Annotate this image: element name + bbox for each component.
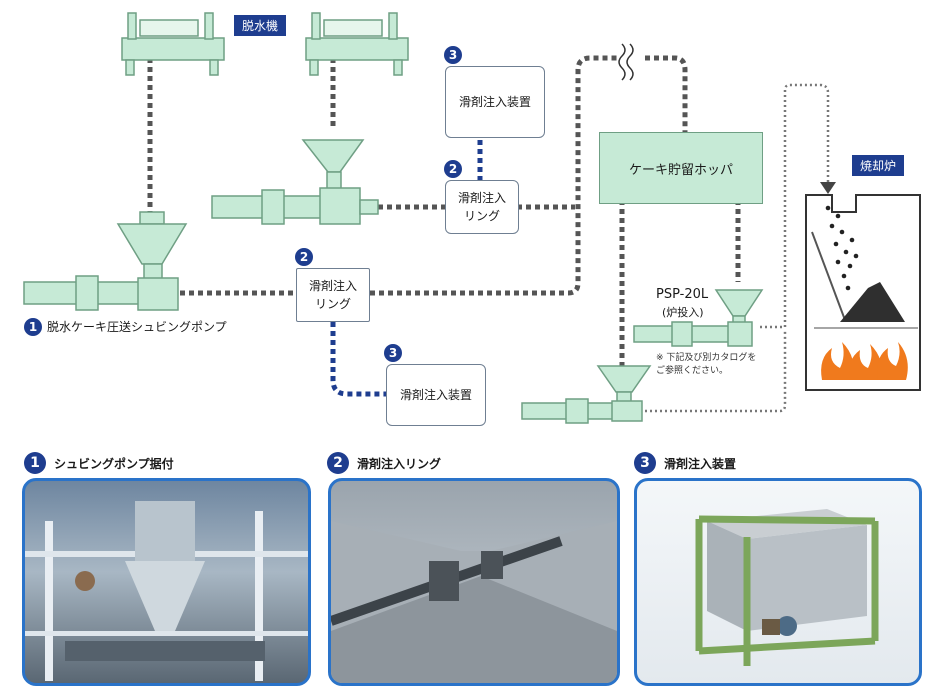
ash-pile (840, 282, 905, 322)
lube-ring-lower-number: 2 (295, 248, 313, 266)
photo-3-caption: 滑剤注入装置 (664, 457, 737, 471)
incinerator-label: 焼却炉 (852, 155, 905, 176)
pump-main-number: 1 (24, 318, 42, 336)
incinerator (805, 194, 921, 391)
pipe-top-to-hopper (645, 55, 688, 132)
photo-3-illustration (695, 509, 879, 666)
photo-3-number: 3 (634, 452, 656, 474)
lube-device-upper: 滑剤注入装置 (445, 66, 545, 138)
feed-arrowhead (820, 182, 836, 194)
cake-hopper-label: ケーキ貯留ホッパ (628, 162, 733, 178)
lube-device-lower-number: 3 (384, 344, 402, 362)
lube-line-lower (330, 322, 390, 397)
lube-device-lower: 滑剤注入装置 (386, 364, 486, 426)
flame-icon (821, 342, 908, 380)
photo-1-caption: シュビングポンプ据付 (54, 457, 174, 471)
feed-line-lowpump (640, 330, 787, 413)
photo-2-caption: 滑剤注入リング (357, 457, 442, 471)
cake-storage-hopper: ケーキ貯留ホッパ (599, 132, 763, 204)
pump-lower-right (521, 365, 652, 424)
photo-lube-device (634, 478, 922, 686)
photo-2-illustration (331, 521, 617, 683)
photo-lube-ring (328, 478, 620, 686)
pump-upper (211, 139, 379, 225)
psp-20l-label: PSP-20L (656, 287, 709, 302)
psp-20l-pump (633, 289, 764, 347)
dewatering-machine-label: 脱水機 (234, 15, 287, 36)
photo-2-number: 2 (327, 452, 349, 474)
lube-ring-upper-number: 2 (444, 160, 462, 178)
dewatering-machine-1 (121, 12, 225, 76)
lube-ring-lower: 滑剤注入 リング (296, 268, 370, 322)
lube-lines (330, 140, 483, 397)
catalog-note: ※ 下記及び別カタログを ご参照ください。 (656, 353, 757, 376)
lube-ring-upper: 滑剤注入 リング (445, 180, 519, 234)
psp-20l-sublabel: (炉投入) (662, 306, 704, 319)
lube-device-upper-number: 3 (444, 46, 462, 64)
falling-cake-dots (825, 205, 859, 291)
photo-1-illustration (25, 501, 308, 681)
process-flow-diagram (23, 12, 921, 424)
photo-schwing-pump-installation (22, 478, 311, 686)
pump-main-label: 脱水ケーキ圧送シュビングポンプ (47, 320, 227, 334)
photo-1-number: 1 (24, 452, 46, 474)
pump-main (23, 211, 188, 311)
break-symbol (618, 43, 634, 81)
dewatering-machine-2 (305, 12, 409, 76)
pipe-ring-to-pump-line (370, 55, 620, 296)
pipe-lines (147, 55, 741, 370)
feed-lines (640, 83, 830, 413)
